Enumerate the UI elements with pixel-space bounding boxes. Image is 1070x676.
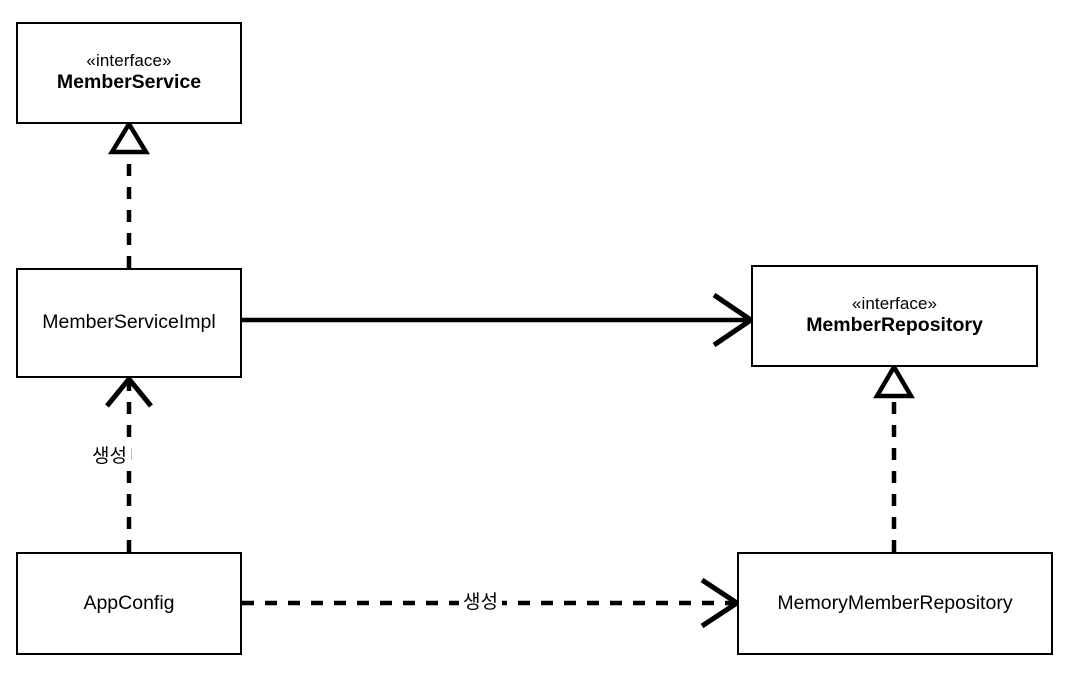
class-name-app-config: AppConfig [83, 591, 175, 614]
class-box-member-service-impl[interactable]: MemberServiceImpl [16, 268, 242, 378]
class-box-memory-member-repository[interactable]: MemoryMemberRepository [737, 552, 1053, 655]
class-name-member-service: MemberService [56, 71, 202, 94]
class-name-member-service-impl: MemberServiceImpl [42, 311, 216, 334]
edge-appconfig-creates-impl[interactable] [105, 375, 153, 552]
edge-impl-realizes-service[interactable] [108, 119, 150, 268]
edge-impl-uses-repository[interactable] [242, 292, 756, 348]
class-box-member-service[interactable]: «interface» MemberService [16, 22, 242, 124]
class-box-member-repository[interactable]: «interface» MemberRepository [751, 265, 1038, 367]
edge-memory-realizes-repository[interactable] [873, 362, 915, 552]
stereotype-label-member-repository: «interface» [851, 293, 938, 313]
class-box-app-config[interactable]: AppConfig [16, 552, 242, 655]
hollow-triangle-arrowhead-icon [873, 362, 915, 399]
open-arrowhead-icon [105, 375, 153, 408]
stereotype-label-member-service: «interface» [86, 50, 172, 70]
edge-label-appconfig-creates-memory-repository: 생성 [459, 593, 502, 612]
class-name-member-repository: MemberRepository [806, 314, 983, 337]
hollow-triangle-arrowhead-icon [108, 119, 150, 155]
edge-label-appconfig-creates-impl: 생성 [88, 447, 131, 466]
class-name-memory-member-repository: MemoryMemberRepository [777, 591, 1013, 614]
